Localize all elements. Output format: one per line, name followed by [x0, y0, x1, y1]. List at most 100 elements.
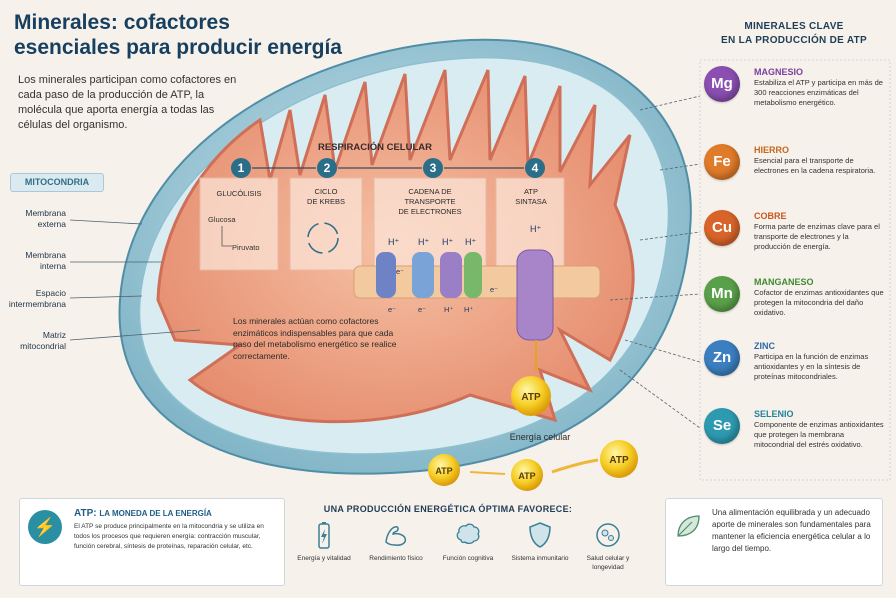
mineral-zn-name: ZINC	[754, 341, 775, 351]
mineral-mg-name: MAGNESIO	[754, 67, 804, 77]
atp-info-title-rest: LA MONEDA DE LA ENERGÍA	[99, 509, 212, 518]
electron-2: e⁻	[490, 285, 498, 294]
atp-middle-label: ATP	[518, 471, 535, 481]
favor-energy-label: Energía y vitalidad	[297, 555, 351, 562]
cell-icon	[596, 523, 620, 547]
connector-mg	[639, 95, 701, 111]
krebs-cycle-icon	[307, 222, 339, 254]
panel-glycolysis	[199, 177, 279, 271]
atp-molecule-right	[600, 440, 638, 478]
complex-iv	[464, 252, 482, 298]
minerals-panel-frame	[699, 59, 891, 481]
electron-3: e⁻	[388, 305, 396, 314]
mineral-fe-symbol: Fe	[704, 144, 740, 180]
step-3-label-c: DE ELECTRONES	[398, 207, 461, 216]
mineral-mn-symbol: Mn	[704, 276, 740, 312]
favor-physical-label: Rendimiento físico	[369, 555, 423, 562]
step-2-num: 2	[324, 161, 331, 175]
label-inner-membrane: Membrana interna	[25, 250, 66, 271]
atp-molecule-middle	[511, 459, 543, 491]
step-3-label-a: CADENA DE	[408, 187, 451, 196]
mitochondria-tag: MITOCONDRIA	[10, 173, 104, 192]
atp-info-title-main: ATP:	[74, 508, 97, 519]
glucose-label: Glucosa	[208, 215, 236, 224]
step-2-label-b: DE KREBS	[307, 197, 345, 206]
brain-icon	[456, 523, 480, 545]
favors-title: UNA PRODUCCIÓN ENERGÉTICA ÓPTIMA FAVOREC…	[323, 504, 573, 514]
connector-mn	[609, 293, 701, 301]
intro-text: Los minerales participan como cofactores…	[18, 74, 237, 131]
connector-zn	[624, 339, 701, 363]
step-1-num: 1	[238, 161, 245, 175]
label-matrix: Matriz mitocondrial	[20, 330, 66, 351]
connector-fe	[659, 163, 701, 171]
connector-intermembrane	[69, 295, 143, 299]
step-4-num: 4	[532, 161, 539, 175]
hplus-6: H⁺	[444, 305, 453, 314]
muscle-icon	[385, 526, 407, 546]
favor-energy: Energía y vitalidad	[288, 520, 360, 563]
title-line-1: Minerales: cofactores	[14, 11, 230, 34]
electron-4: e⁻	[418, 305, 426, 314]
atp-molecule-main	[511, 376, 551, 416]
diet-note-box	[665, 498, 883, 586]
hplus-2: H⁺	[418, 237, 429, 247]
mineral-mg-symbol: Mg	[704, 66, 740, 102]
step-3-circle	[423, 158, 443, 178]
step-4-label-b: SINTASA	[515, 197, 547, 206]
atp-info-box	[19, 498, 285, 586]
step-1-circle	[231, 158, 251, 178]
hplus-3: H⁺	[442, 237, 453, 247]
mineral-se-desc: Componente de enzimas antioxidantes que …	[754, 420, 884, 449]
connector-outer	[69, 219, 143, 225]
atp-right-label: ATP	[609, 455, 629, 466]
step-1-label: GLUCÓLISIS	[216, 189, 261, 198]
atp-info-text: El ATP se produce principalmente en la m…	[74, 523, 264, 550]
leaf-icon	[677, 515, 700, 537]
atp-main-label: ATP	[521, 392, 541, 403]
mineral-fe-desc: Esencial para el transporte de electrone…	[754, 156, 876, 175]
pyruvate-label: Piruvato	[232, 243, 260, 252]
step-4-circle	[525, 158, 545, 178]
mineral-zn-symbol: Zn	[704, 340, 740, 376]
connector-se	[619, 369, 701, 429]
hplus-7: H⁺	[464, 305, 473, 314]
step-2-circle	[317, 158, 337, 178]
mineral-mg-desc: Estabiliza el ATP y participa en más de …	[754, 78, 883, 107]
page-title: Minerales: cofactores esenciales para pr…	[14, 10, 344, 60]
complex-ii	[412, 252, 434, 298]
label-outer-membrane: Membrana externa	[25, 208, 66, 229]
energy-label: Energía celular	[510, 432, 571, 442]
atp-synthase	[516, 249, 554, 341]
favor-cellular: Salud celular y longevidad	[572, 520, 644, 572]
electron-1: e⁻	[396, 267, 404, 276]
connector-matrix	[69, 329, 201, 341]
protein-complexes	[376, 249, 554, 341]
mineral-cu-name: COBRE	[754, 211, 787, 221]
step-3-num: 3	[430, 161, 437, 175]
mineral-cu-symbol: Cu	[704, 210, 740, 246]
complex-i	[376, 252, 396, 298]
process-title: RESPIRACIÓN CELULAR	[318, 141, 432, 153]
mineral-fe-name: HIERRO	[754, 145, 790, 155]
hplus-4: H⁺	[465, 237, 476, 247]
mineral-mn-name: MANGANESO	[754, 277, 814, 287]
atp-left-label: ATP	[435, 466, 452, 476]
energy-arrow-2	[551, 458, 599, 474]
favor-immune: Sistema inmunitario	[504, 520, 576, 563]
step-2-label-a: CICLO	[315, 187, 338, 196]
complex-iii	[440, 252, 462, 298]
mineral-mn-desc: Cofactor de enzimas antioxidantes que pr…	[754, 288, 884, 317]
title-line-2: esenciales para producir energía	[14, 36, 342, 59]
hplus-5: H⁺	[530, 224, 541, 234]
favor-physical: Rendimiento físico	[360, 520, 432, 563]
connector-cu	[639, 231, 701, 241]
minerals-title-line-2: EN LA PRODUCCIÓN DE ATP	[721, 35, 867, 46]
mineral-zn-desc: Participa en la función de enzimas antio…	[754, 352, 869, 381]
favor-cognitive-label: Función cognitiva	[442, 555, 494, 562]
step-4-label-a: ATP	[524, 187, 538, 196]
mineral-cu-desc: Forma parte de enzimas clave para el tra…	[754, 222, 880, 251]
battery-icon	[318, 522, 330, 549]
energy-arrow-1	[469, 471, 506, 475]
